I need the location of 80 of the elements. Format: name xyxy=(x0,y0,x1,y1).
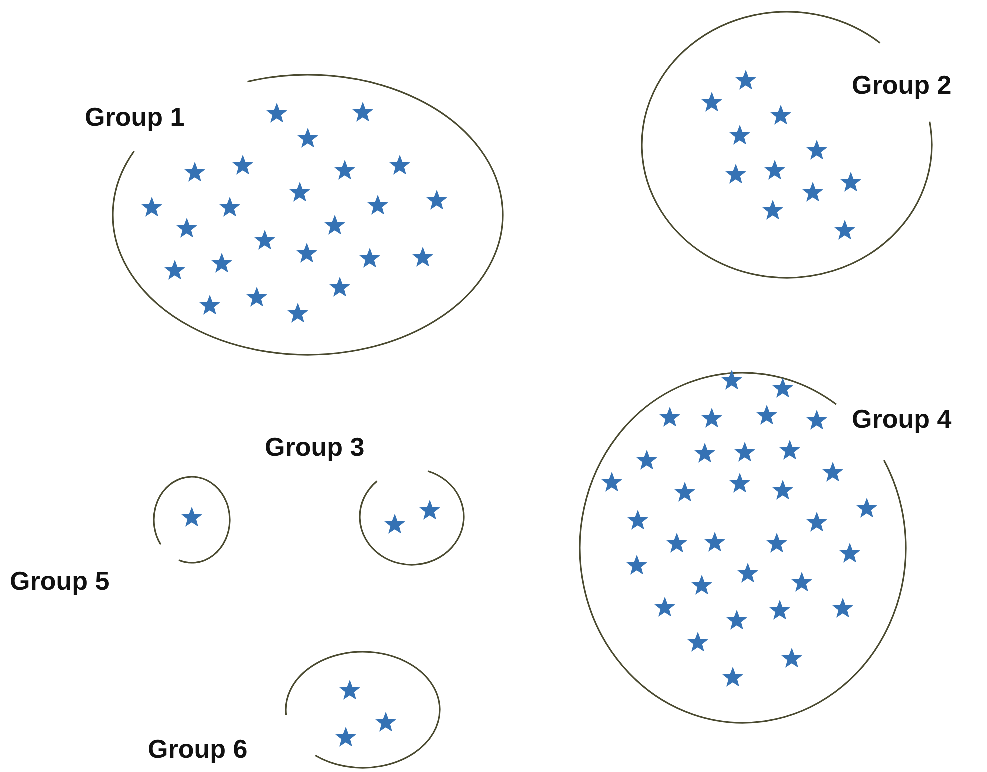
star-icon xyxy=(367,194,389,216)
star-icon xyxy=(772,377,794,399)
star-icon xyxy=(674,481,696,503)
star-icon xyxy=(737,562,759,584)
star-icon xyxy=(832,597,854,619)
star-icon xyxy=(232,154,254,176)
star-icon xyxy=(779,439,801,461)
star-icon xyxy=(211,252,233,274)
group-label: Group 2 xyxy=(852,70,952,100)
star-icon xyxy=(141,196,163,218)
group-label: Group 4 xyxy=(852,404,952,434)
star-icon xyxy=(701,91,723,113)
star-icon xyxy=(687,631,709,653)
star-icon xyxy=(176,217,198,239)
star-icon xyxy=(840,171,862,193)
group-label: Group 3 xyxy=(265,432,365,462)
star-icon xyxy=(164,259,186,281)
star-icon xyxy=(654,596,676,618)
star-icon xyxy=(199,294,221,316)
star-icon xyxy=(296,242,318,264)
star-icon xyxy=(735,69,757,91)
star-icon xyxy=(659,406,681,428)
star-icon xyxy=(627,509,649,531)
star-icon xyxy=(389,154,411,176)
group-label: Group 6 xyxy=(148,734,248,764)
star-icon xyxy=(726,609,748,631)
star-icon xyxy=(412,246,434,268)
star-icon xyxy=(419,499,441,521)
star-icon xyxy=(339,679,361,701)
star-icon xyxy=(184,161,206,183)
star-icon xyxy=(359,247,381,269)
star-icon xyxy=(375,711,397,733)
star-icon xyxy=(856,497,878,519)
star-icon xyxy=(626,554,648,576)
star-icon xyxy=(426,189,448,211)
star-icon xyxy=(772,479,794,501)
star-icon xyxy=(802,181,824,203)
star-icon xyxy=(352,101,374,123)
star-icon xyxy=(721,369,743,391)
star-icon xyxy=(335,726,357,748)
star-icon xyxy=(834,219,856,241)
star-icon xyxy=(701,407,723,429)
group-label: Group 5 xyxy=(10,566,110,596)
star-icon xyxy=(246,286,268,308)
star-icon xyxy=(691,574,713,596)
star-icon xyxy=(266,102,288,124)
star-icon xyxy=(756,404,778,426)
star-icon xyxy=(770,104,792,126)
star-icon xyxy=(762,199,784,221)
star-icon xyxy=(334,159,356,181)
star-icon xyxy=(729,124,751,146)
star-icon xyxy=(806,139,828,161)
star-icon xyxy=(764,159,786,181)
star-icon xyxy=(666,532,688,554)
star-icon xyxy=(839,542,861,564)
star-icon xyxy=(722,666,744,688)
star-icon xyxy=(806,409,828,431)
star-icon xyxy=(219,196,241,218)
star-icon xyxy=(766,532,788,554)
star-icon xyxy=(694,442,716,464)
star-icon xyxy=(287,302,309,324)
star-icon xyxy=(636,449,658,471)
star-icon xyxy=(806,511,828,533)
star-icon xyxy=(324,214,346,236)
star-icon xyxy=(769,599,791,621)
star-icon xyxy=(384,513,406,535)
star-icon xyxy=(791,571,813,593)
star-icon xyxy=(781,647,803,669)
star-icon xyxy=(297,127,319,149)
star-icon xyxy=(181,506,203,528)
star-icon xyxy=(289,181,311,203)
star-icon xyxy=(822,461,844,483)
star-icon xyxy=(725,163,747,185)
star-icon xyxy=(729,472,751,494)
star-icon xyxy=(329,276,351,298)
star-icon xyxy=(601,471,623,493)
star-icon xyxy=(734,441,756,463)
star-icon xyxy=(254,229,276,251)
star-icon xyxy=(704,531,726,553)
group-label: Group 1 xyxy=(85,102,185,132)
